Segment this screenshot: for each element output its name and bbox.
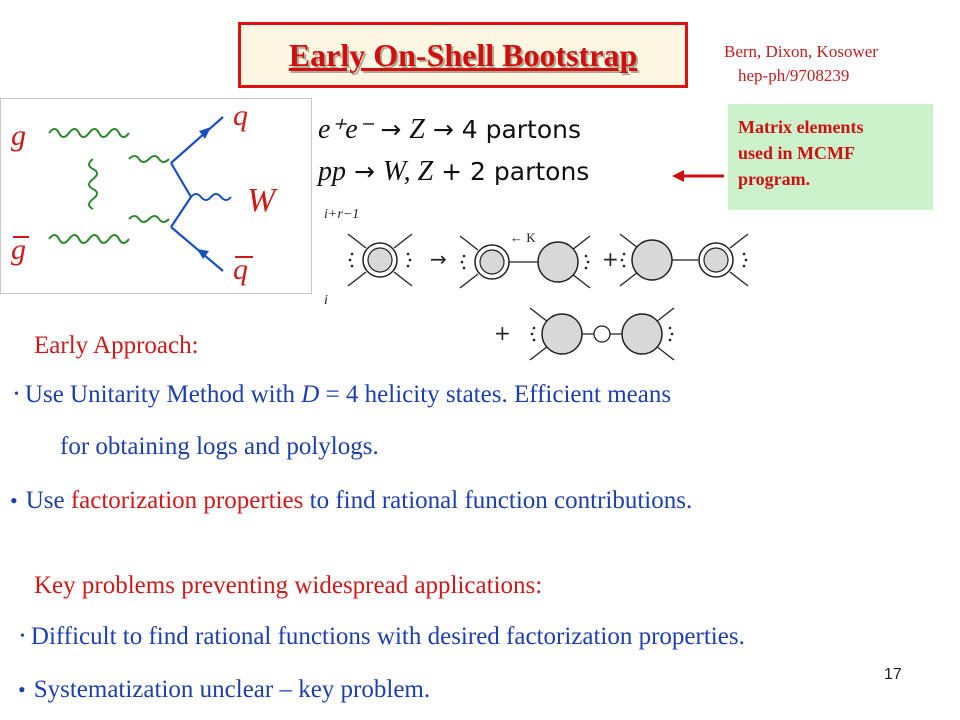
process-line-2: pp → W, Z + 2 partons (318, 156, 589, 188)
gluon-line-bottom (48, 234, 130, 244)
callout-line: Matrix elements (738, 117, 864, 137)
bullet-icon: • (20, 629, 25, 644)
title-box: Early On-Shell Bootstrap (238, 22, 688, 88)
gluon-line-upper-right (128, 155, 170, 163)
process-plus: + (441, 157, 463, 186)
recursion-plus: + (602, 247, 619, 271)
label-gbar: g (11, 233, 26, 266)
key-problems-bullet-1: •Difficult to find rational functions wi… (20, 623, 745, 650)
feynman-diagram: g g q q W (11, 99, 278, 286)
recursion-label-K: ← K (510, 230, 536, 245)
recursion-label-upper: i+r−1 (324, 207, 359, 222)
bullet-icon: • (10, 488, 18, 513)
gluon-line-top (48, 128, 130, 138)
callout-line: used in MCMF (738, 143, 855, 163)
early-approach-bullet-2: •Use factorization properties to find ra… (10, 487, 693, 514)
process-lhs: pp (318, 156, 346, 187)
recursion-label-lower: i (324, 293, 328, 308)
label-W: W (247, 182, 278, 219)
process-arrow: → (380, 115, 402, 144)
early-approach-bullet-1-cont: for obtaining logs and polylogs. (60, 433, 379, 460)
key-problems-bullet-2: •Systematization unclear – key problem. (18, 676, 431, 703)
key-problems-heading: Key problems preventing widespread appli… (34, 572, 543, 599)
process-arrow: → (353, 157, 375, 186)
page-number: 17 (884, 666, 902, 683)
callout-arrow-icon (672, 170, 724, 182)
process-mid: Z (409, 114, 425, 145)
process-line-1: e⁺e⁻ → Z → 4 partons (318, 112, 581, 146)
gluon-line-lower-right (128, 215, 170, 223)
bullet-icon: • (18, 677, 26, 702)
callout-line: program. (738, 169, 811, 189)
process-rhs: 2 partons (470, 157, 590, 186)
process-lhs: e⁺e⁻ (318, 114, 373, 145)
recursion-diagram: i+r−1 i → ← K + + (324, 207, 749, 361)
label-g: g (11, 119, 26, 152)
early-approach-bullet-1: •Use Unitarity Method with D = 4 helicit… (14, 381, 672, 408)
slide-title: Early On-Shell Bootstrap (288, 36, 638, 73)
process-mid: W, Z (382, 156, 434, 187)
reference-authors: Bern, Dixon, Kosower (724, 42, 878, 61)
highlight-factorization: factorization properties (70, 487, 304, 514)
recursion-arrow: → (430, 247, 447, 271)
gluon-line-vertical (88, 158, 98, 210)
label-qbar: q (233, 253, 248, 286)
label-q: q (233, 99, 248, 132)
mcmf-callout: Matrix elements used in MCMF program. (728, 104, 933, 210)
recursion-plus: + (494, 321, 511, 345)
process-rhs: 4 partons (461, 115, 582, 144)
feynman-diagram-panel: g g q q W (0, 98, 312, 294)
early-approach-heading: Early Approach: (34, 332, 199, 359)
process-arrow: → (432, 115, 454, 144)
reference-preprint: hep-ph/9708239 (738, 66, 850, 85)
bullet-icon: • (14, 387, 19, 402)
